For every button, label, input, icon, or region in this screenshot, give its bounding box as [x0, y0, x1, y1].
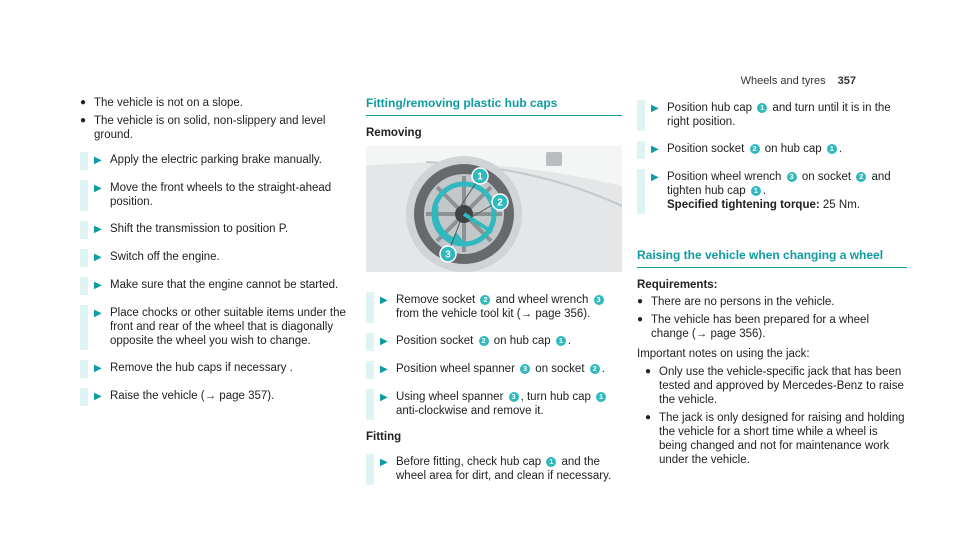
section-title-hub-caps: Fitting/removing plastic hub caps: [366, 96, 622, 116]
mirror-shape: [546, 152, 562, 166]
notes-intro: Important notes on using the jack:: [637, 348, 810, 360]
list-item: ●There are no persons in the vehicle.: [637, 296, 835, 308]
subhead-fitting: Fitting: [366, 431, 402, 443]
page-number: 357: [837, 75, 856, 87]
step-arrow-icon: ▶: [94, 391, 102, 402]
list-item: ●The vehicle has been prepared for a whe…: [637, 314, 870, 340]
step-arrow-icon: ▶: [380, 364, 388, 375]
instruction-step: ▶Switch off the engine.: [80, 249, 350, 267]
instruction-step: ▶Apply the electric parking brake manual…: [80, 152, 350, 170]
step-arrow-icon: ▶: [380, 295, 388, 306]
column-left: ●The vehicle is not on a slope. ●The veh…: [80, 96, 350, 406]
bullet-dot: ●: [637, 314, 644, 325]
step-arrow-icon: ▶: [380, 336, 388, 347]
ref-badge: 1: [546, 457, 557, 467]
instruction-step: ▶Position wheel spanner 3 on socket 2.: [366, 361, 622, 379]
instruction-step: ▶Before fitting, check hub cap 1 and the…: [366, 454, 622, 485]
step-arrow-icon: ▶: [94, 363, 102, 374]
ref-badge: 2: [749, 144, 760, 154]
step-arrow-icon: ▶: [651, 103, 659, 114]
instruction-step: ▶Position socket 2 on hub cap 1.: [366, 333, 622, 351]
bullet-dot: ●: [80, 97, 87, 108]
bullet-dot: ●: [80, 115, 87, 126]
section-title-raising: Raising the vehicle when changing a whee…: [637, 248, 907, 268]
ref-badge: 2: [856, 172, 867, 182]
step-arrow-icon: ▶: [94, 252, 102, 263]
rotation-arrowhead: [450, 232, 464, 244]
ref-badge: 3: [593, 295, 604, 305]
ref-badge: 2: [478, 336, 489, 346]
ref-badge: 3: [508, 392, 519, 402]
instruction-step: ▶Position hub cap 1 and turn until it is…: [637, 100, 907, 131]
hub-cap-illustration: 1 2 3: [366, 146, 623, 272]
list-item: ●Only use the vehicle-specific jack that…: [645, 366, 904, 406]
subhead-removing: Removing: [366, 127, 422, 139]
column-middle: Fitting/removing plastic hub caps Removi…: [366, 96, 623, 485]
step-arrow-icon: ▶: [380, 457, 388, 468]
bullet-dot: ●: [645, 366, 652, 377]
instruction-step: ▶Raise the vehicle (→ page 357).: [80, 388, 350, 406]
callout-2-label: 2: [497, 198, 503, 209]
ref-badge: 2: [480, 295, 491, 305]
instruction-step: ▶Position wheel wrench 3 on socket 2 and…: [637, 169, 907, 214]
list-item: ●The jack is only designed for raising a…: [645, 412, 905, 466]
ref-badge: 3: [786, 172, 797, 182]
step-arrow-icon: ▶: [94, 224, 102, 235]
instruction-step: ▶Place chocks or other suitable items un…: [80, 305, 350, 350]
column-right: ▶Position hub cap 1 and turn until it is…: [637, 96, 907, 471]
instruction-step: ▶Position socket 2 on hub cap 1.: [637, 141, 907, 159]
header-title: Wheels and tyres: [740, 75, 826, 87]
torque-value: 25 Nm.: [819, 199, 860, 211]
step-arrow-icon: ▶: [94, 155, 102, 166]
ref-badge: 2: [589, 364, 600, 374]
step-arrow-icon: ▶: [94, 308, 102, 319]
callout-3-label: 3: [445, 250, 451, 261]
wheel-wrench-shape: [462, 212, 494, 234]
ref-badge: 1: [757, 103, 768, 113]
callout-2: 2: [491, 193, 509, 211]
callout-1: 1: [471, 167, 489, 185]
ref-badge: 1: [596, 392, 607, 402]
step-arrow-icon: ▶: [94, 183, 102, 194]
page-header: Wheels and tyres 357: [741, 74, 856, 88]
callout-1-label: 1: [477, 172, 483, 183]
step-arrow-icon: ▶: [651, 144, 659, 155]
list-item: ●The vehicle is on solid, non-slippery a…: [80, 115, 326, 141]
instruction-step: ▶Remove the hub caps if necessary .: [80, 360, 350, 378]
step-arrow-icon: ▶: [94, 280, 102, 291]
callout-3: 3: [439, 245, 457, 263]
requirements-label: Requirements:: [637, 279, 718, 291]
ref-badge: 1: [555, 336, 566, 346]
ref-badge: 1: [826, 144, 837, 154]
step-arrow-icon: ▶: [380, 392, 388, 403]
list-item: ●The vehicle is not on a slope.: [80, 97, 243, 109]
instruction-step: ▶Move the front wheels to the straight-a…: [80, 180, 350, 211]
instruction-step: ▶Shift the transmission to position P.: [80, 221, 350, 239]
ref-badge: 3: [520, 364, 531, 374]
leader-line-2: [469, 203, 495, 219]
instruction-step: ▶Remove socket 2 and wheel wrench 3 from…: [366, 292, 622, 323]
bullet-dot: ●: [637, 296, 644, 307]
instruction-step: ▶Make sure that the engine cannot be sta…: [80, 277, 350, 295]
leader-line-1: [457, 179, 479, 211]
step-arrow-icon: ▶: [651, 172, 659, 183]
bullet-dot: ●: [645, 412, 652, 423]
instruction-step: ▶Using wheel spanner 3, turn hub cap 1 a…: [366, 389, 622, 420]
ref-badge: 1: [750, 186, 761, 196]
leader-line-3: [449, 221, 461, 249]
torque-label: Specified tightening torque:: [667, 199, 820, 211]
